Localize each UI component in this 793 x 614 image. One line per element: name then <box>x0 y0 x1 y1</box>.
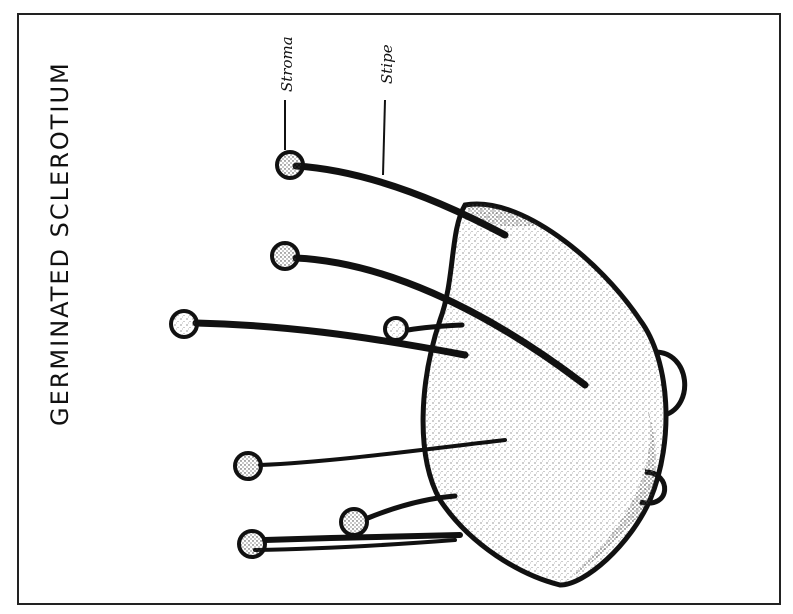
stroma-head-1 <box>277 152 303 178</box>
diagram-title: GERMINATED SCLEROTIUM <box>46 61 74 426</box>
stromata <box>171 152 407 557</box>
page-border <box>18 14 780 604</box>
stipe-label: Stipe <box>378 44 396 84</box>
stipe-7 <box>265 535 460 540</box>
stroma-head-5 <box>235 453 261 479</box>
stroma-label: Stroma <box>278 36 296 92</box>
stroma-head-3 <box>171 311 197 337</box>
stroma-head-6 <box>341 509 367 535</box>
stroma-head-4 <box>385 318 407 340</box>
stipe-leader-line <box>383 100 385 175</box>
stroma-head-7 <box>239 531 265 557</box>
sclerotium-body <box>423 204 666 585</box>
stroma-head-2 <box>272 243 298 269</box>
